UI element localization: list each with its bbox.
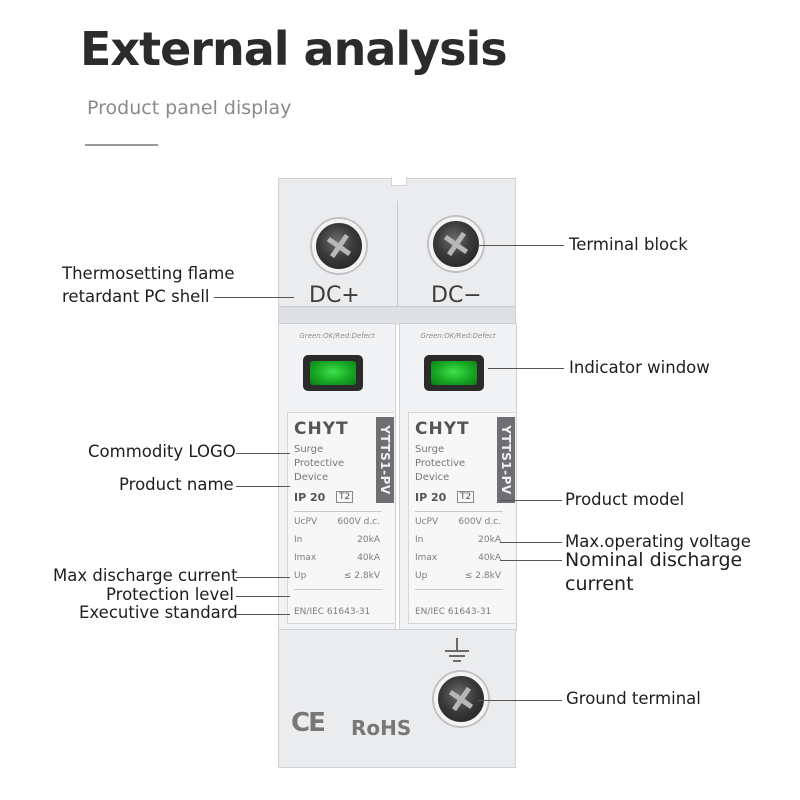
callout-max-voltage: Max.operating voltage — [565, 532, 751, 551]
callout-shell-line2: retardant PC shell — [62, 287, 210, 306]
spec-divider — [294, 589, 382, 590]
callout-nominal-current-line2: current — [565, 573, 634, 595]
leader-line — [478, 700, 562, 701]
callout-product-model: Product model — [565, 490, 685, 509]
ground-screw-icon — [434, 672, 488, 726]
callout-protection-level: Protection level — [106, 585, 234, 604]
label-panel: CHYT Surge Protective Device YTTS1-PV IP… — [287, 412, 394, 624]
callout-terminal-block: Terminal block — [569, 235, 688, 254]
model-strip: YTTS1-PV — [497, 417, 515, 503]
spec-value: 40kA — [357, 553, 380, 563]
spec-value: 20kA — [357, 535, 380, 545]
ip-rating: IP 20 — [415, 491, 447, 504]
standard-text: EN/IEC 61643-31 — [294, 607, 371, 617]
leader-line — [500, 500, 562, 501]
top-notch — [391, 177, 407, 186]
indicator-window — [424, 355, 484, 391]
leader-line — [236, 614, 290, 615]
product-name-line: Protective — [294, 458, 345, 469]
spec-key: Up — [415, 571, 428, 581]
leader-line — [236, 596, 290, 597]
indicator-light-icon — [431, 361, 477, 385]
model-text: YTTS1-PV — [378, 425, 392, 495]
indicator-tag: Green:OK/Red:Defect — [420, 332, 496, 340]
dc-minus-screw-icon — [429, 217, 483, 271]
leader-line — [236, 486, 290, 487]
type-badge: T2 — [336, 491, 354, 503]
indicator-tag: Green:OK/Red:Defect — [299, 332, 375, 340]
spec-key: Up — [294, 571, 307, 581]
subtitle-underline — [85, 144, 158, 146]
spec-value: 600V d.c. — [337, 517, 380, 527]
dc-minus-label: DC− — [431, 283, 482, 308]
product-name-line: Device — [415, 472, 450, 483]
product-name-line: Protective — [415, 458, 466, 469]
leader-line — [478, 245, 564, 246]
standard-text: EN/IEC 61643-31 — [415, 607, 492, 617]
spec-key: UcPV — [294, 517, 318, 527]
spec-divider — [294, 511, 382, 512]
top-shell: DC+ DC− — [278, 177, 516, 325]
callout-logo: Commodity LOGO — [88, 442, 236, 461]
type-badge: T2 — [457, 491, 475, 503]
leader-line — [488, 368, 564, 369]
spec-value: ≤ 2.8kV — [464, 571, 501, 581]
callout-ground-terminal: Ground terminal — [566, 689, 701, 708]
leader-line — [500, 542, 562, 543]
leader-line — [500, 560, 562, 561]
spec-key: In — [415, 535, 424, 545]
page-subtitle: Product panel display — [87, 97, 292, 119]
product-name-line: Surge — [294, 444, 324, 455]
leader-line — [236, 453, 290, 454]
model-strip: YTTS1-PV — [376, 417, 394, 503]
spec-divider — [415, 511, 503, 512]
indicator-light-icon — [310, 361, 356, 385]
callout-product-name: Product name — [119, 475, 234, 494]
ip-rating: IP 20 — [294, 491, 326, 504]
spec-key: Imax — [415, 553, 438, 563]
spec-key: In — [294, 535, 303, 545]
spec-divider — [415, 589, 503, 590]
spec-value: 40kA — [478, 553, 501, 563]
leader-line — [236, 577, 290, 578]
label-panel: CHYT Surge Protective Device YTTS1-PV IP… — [408, 412, 515, 624]
callout-nominal-current-line1: Nominal discharge — [565, 549, 743, 571]
page-title: External analysis — [80, 22, 508, 76]
top-lip — [279, 306, 515, 325]
callout-standard: Executive standard — [79, 603, 238, 622]
brand-logo: CHYT — [294, 419, 349, 439]
terminal-divider — [397, 201, 398, 321]
spec-key: UcPV — [415, 517, 439, 527]
spec-key: Imax — [294, 553, 317, 563]
dc-plus-screw-icon — [312, 219, 366, 273]
callout-shell-line1: Thermosetting flame — [62, 264, 235, 283]
ground-symbol-icon — [445, 638, 469, 664]
callout-max-current: Max discharge current — [53, 566, 238, 585]
ce-mark: CE — [291, 708, 326, 738]
module-left: Green:OK/Red:Defect CHYT Surge Protectiv… — [278, 323, 396, 631]
spec-value: 600V d.c. — [458, 517, 501, 527]
callout-indicator-window: Indicator window — [569, 358, 710, 377]
model-text: YTTS1-PV — [499, 425, 513, 495]
spec-value: 20kA — [478, 535, 501, 545]
spec-value: ≤ 2.8kV — [343, 571, 380, 581]
indicator-window — [303, 355, 363, 391]
product-name-line: Device — [294, 472, 329, 483]
bottom-shell: CE RoHS — [278, 629, 516, 768]
dc-plus-label: DC+ — [309, 283, 360, 308]
leader-line — [214, 297, 294, 298]
surge-protector-device: DC+ DC− Green:OK/Red:Defect CHYT Surge P… — [278, 177, 517, 768]
rohs-mark: RoHS — [351, 716, 412, 740]
module-right: Green:OK/Red:Defect CHYT Surge Protectiv… — [399, 323, 517, 631]
brand-logo: CHYT — [415, 419, 470, 439]
product-name-line: Surge — [415, 444, 445, 455]
